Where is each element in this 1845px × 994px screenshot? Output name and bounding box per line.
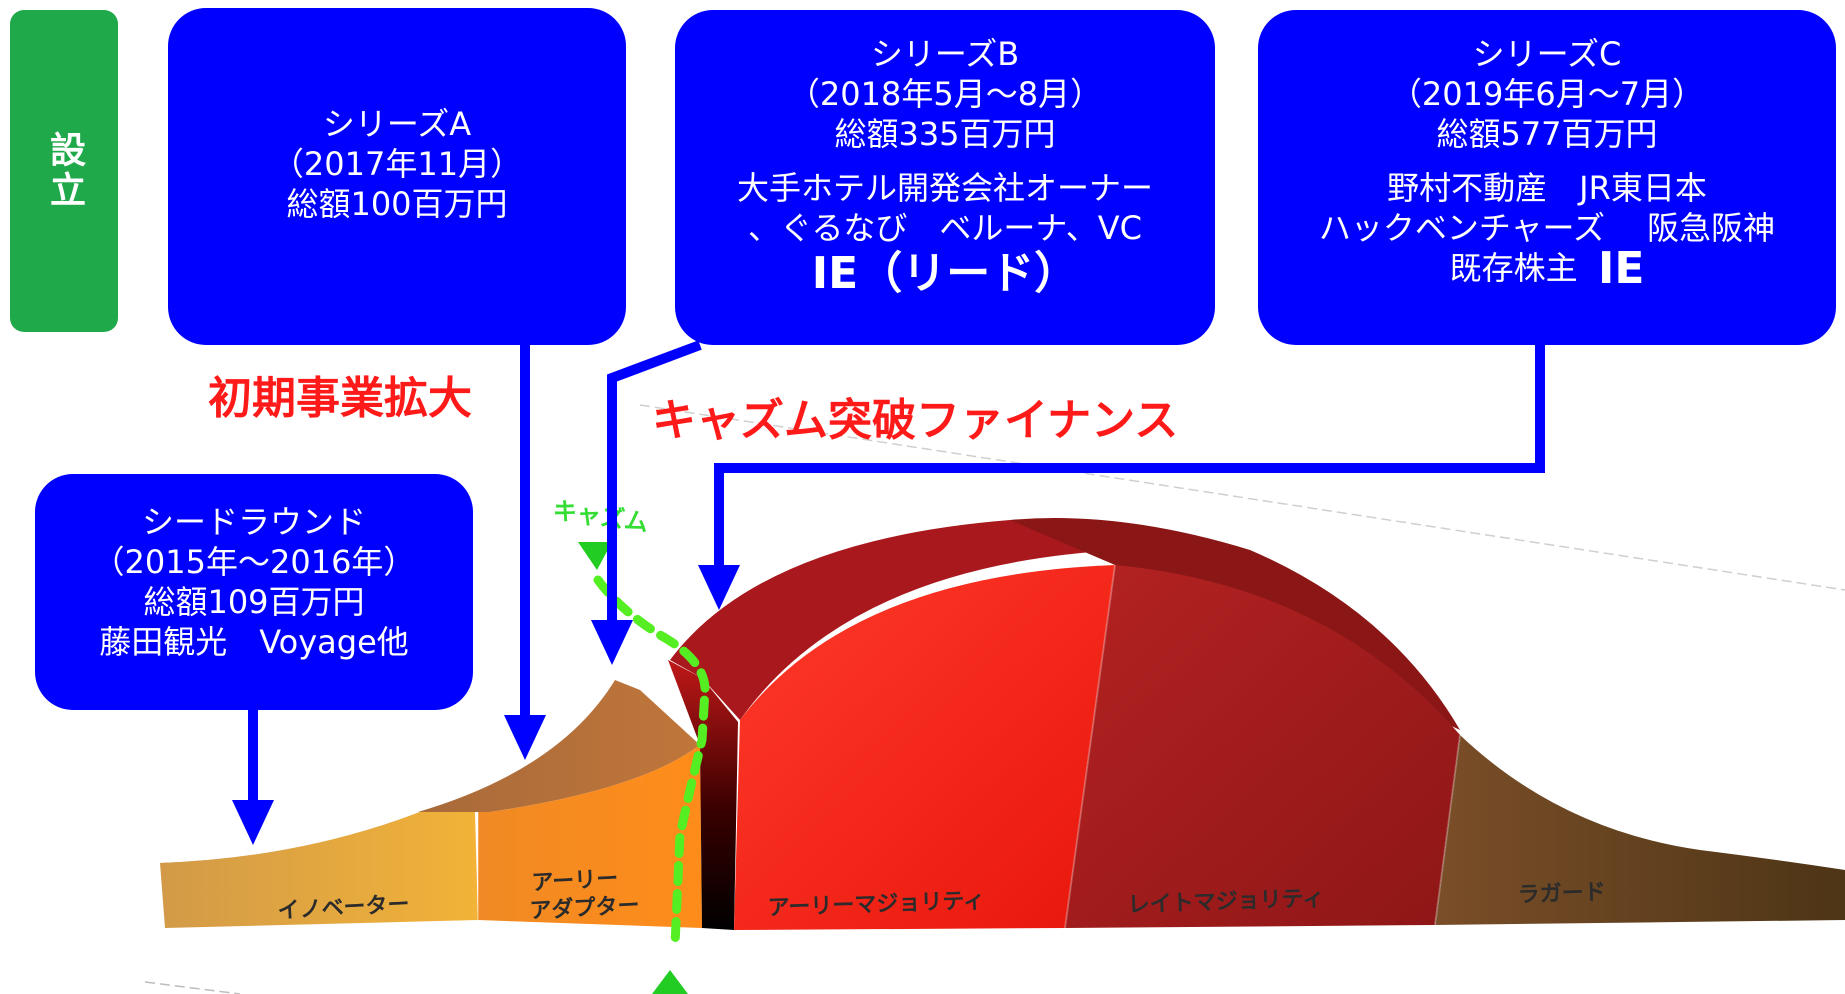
curve-segment-late-majority-back xyxy=(1010,518,1460,730)
arrow-seed-head xyxy=(232,800,274,845)
heading-chasm-finance: キャズム突破ファイナンス xyxy=(652,395,1179,446)
series-c-amount: 総額577百万円 xyxy=(1436,115,1658,153)
seed-round-period: （2015年～2016年） xyxy=(92,543,416,581)
curve-segment-laggards xyxy=(1435,735,1845,925)
series-c-name: シリーズC xyxy=(1472,35,1622,73)
series-c-investors-3-line: 既存株主 IE xyxy=(1258,247,1836,291)
series-a-box: シリーズA （2017年11月） 総額100百万円 xyxy=(168,8,626,345)
arrow-series-b-head xyxy=(591,620,633,665)
series-c-investors-3-ie: IE xyxy=(1597,243,1645,294)
label-laggards: ラガード xyxy=(1517,880,1606,908)
series-a-period: （2017年11月） xyxy=(271,145,523,183)
seed-round-box: シードラウンド （2015年～2016年） 総額109百万円 藤田観光 Voya… xyxy=(35,474,473,710)
arrow-series-c xyxy=(714,345,1545,565)
series-c-box: シリーズC （2019年6月～7月） 総額577百万円 野村不動産 JR東日本 … xyxy=(1258,10,1836,345)
series-b-amount: 総額335百万円 xyxy=(834,115,1056,153)
round-arrows xyxy=(248,340,1545,800)
chasm-marker-top xyxy=(578,542,612,570)
perspective-line-upper xyxy=(639,404,1845,591)
founding-label: 設立 xyxy=(10,10,118,332)
series-c-investors-1: 野村不動産 JR東日本 xyxy=(1387,169,1707,207)
series-b-investors-2: 、ぐるなび ベルーナ、VC xyxy=(748,209,1142,247)
series-c-investors-2: ハックベンチャーズ 阪急阪神 xyxy=(1318,209,1776,247)
curve-segment-early-majority-back xyxy=(670,520,1120,720)
series-b-name: シリーズB xyxy=(870,35,1020,73)
arrow-series-b xyxy=(607,340,702,620)
perspective-line-lower xyxy=(144,981,241,994)
series-b-lead: IE（リード） xyxy=(811,248,1079,299)
seed-round-amount: 総額109百万円 xyxy=(143,583,365,621)
chasm-gap xyxy=(668,660,738,930)
series-a-name: シリーズA xyxy=(322,105,472,143)
series-b-box: シリーズB （2018年5月～8月） 総額335百万円 大手ホテル開発会社オーナ… xyxy=(675,10,1215,345)
label-early-adopters-2: アダプター xyxy=(529,892,640,924)
curve-segment-early-adopters xyxy=(478,745,702,928)
seed-round-name: シードラウンド xyxy=(141,503,366,541)
label-early-adopters-1: アーリー xyxy=(531,866,619,896)
heading-initial-expansion: 初期事業拡大 xyxy=(208,373,472,424)
series-c-investors-3: 既存株主 xyxy=(1449,249,1578,287)
series-b-period: （2018年5月～8月） xyxy=(787,75,1103,113)
curve-segment-early-majority xyxy=(734,565,1115,930)
series-c-period: （2019年6月～7月） xyxy=(1389,75,1705,113)
curve-segment-late-majority xyxy=(1065,565,1460,928)
series-a-amount: 総額100百万円 xyxy=(286,185,508,223)
curve-segment-innovators xyxy=(160,812,478,928)
curve-segment-early-adopters-top xyxy=(418,680,700,812)
arrow-series-c-head xyxy=(698,565,740,610)
chasm-marker-bottom xyxy=(652,970,688,994)
segment-dividers xyxy=(477,564,1461,929)
series-b-investors-1: 大手ホテル開発会社オーナー xyxy=(736,169,1153,207)
seed-round-investors: 藤田観光 Voyage他 xyxy=(99,623,409,661)
chasm-label: キャズム xyxy=(551,496,650,537)
arrow-series-a-head xyxy=(504,715,546,760)
